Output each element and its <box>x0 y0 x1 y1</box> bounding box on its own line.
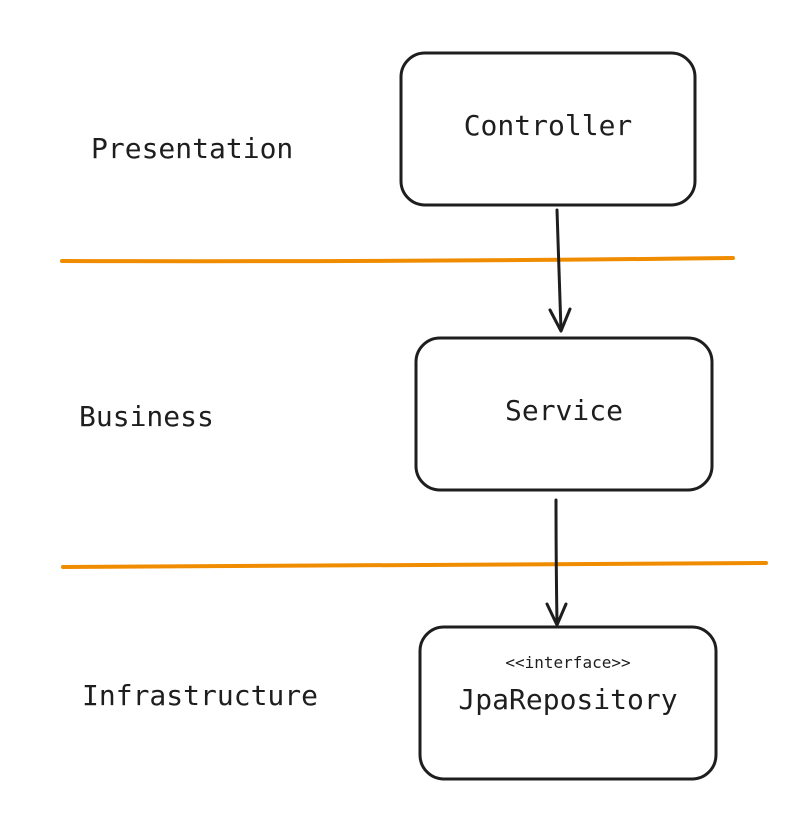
divider-business-infrastructure <box>61 561 768 569</box>
layer-label-presentation: Presentation <box>91 132 294 165</box>
repository-stereotype: <<interface>> <box>505 653 631 672</box>
repository-box <box>418 625 718 781</box>
layer-label-infrastructure: Infrastructure <box>82 679 319 712</box>
service-box <box>414 336 714 492</box>
controller-box <box>399 51 697 207</box>
layer-label-business: Business <box>79 400 214 433</box>
repository-label: JpaRepository <box>458 683 678 716</box>
arrow-controller-to-service <box>548 208 572 333</box>
divider-presentation-business <box>60 256 735 264</box>
controller-label: Controller <box>463 109 633 142</box>
service-label: Service <box>504 394 623 427</box>
arrow-service-to-repository <box>545 498 568 627</box>
